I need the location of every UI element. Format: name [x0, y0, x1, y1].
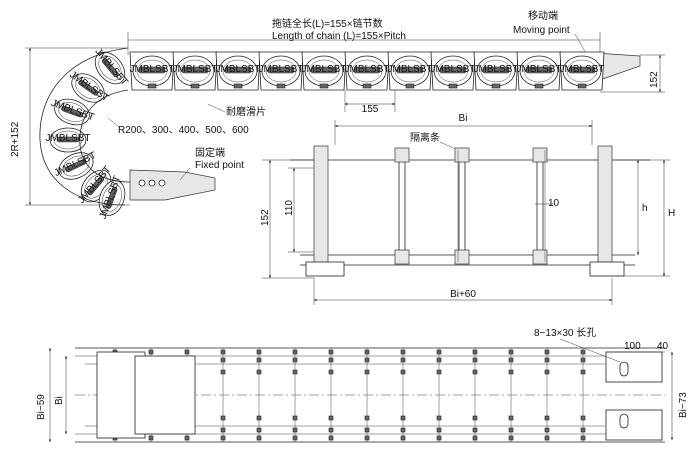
bottom-view: 8−13×30 长孔 100 40 Bi−59 Bi Bi−73	[36, 327, 689, 443]
chain-link: JMBLSBT	[172, 51, 218, 91]
svg-text:JMBLSBT: JMBLSBT	[215, 64, 260, 75]
bottom-cross-bar	[544, 348, 550, 442]
separator-bar	[532, 147, 548, 265]
fixed-point-label-en: Fixed point	[195, 160, 244, 171]
total-length-label-en: Length of chain (L)=155×Pitch	[272, 31, 406, 42]
height-right-label: 152	[649, 71, 660, 88]
bottom-cross-bar	[472, 348, 478, 442]
height-inner-label: 110	[284, 200, 295, 216]
moving-point-label-en: Moving point	[513, 25, 570, 36]
bottom-cross-bar	[256, 348, 262, 442]
chain-link: JMBLSBT	[301, 51, 347, 91]
chain-link: JMBLSBT	[473, 51, 519, 91]
fixed-point-label-cn: 固定端	[195, 146, 225, 159]
chain-link: JMBLSBT	[129, 51, 175, 91]
chain-link: JMBLSBT	[387, 51, 433, 91]
svg-text:JMBLSBT: JMBLSBT	[516, 64, 561, 75]
height-left-label: 2R+152	[10, 121, 21, 157]
svg-text:JMBLSBT: JMBLSBT	[430, 64, 475, 75]
inner-h-label: h	[642, 203, 648, 214]
height-total-label: 152	[260, 209, 271, 226]
separator-bar	[454, 147, 470, 265]
svg-text:JMBLSBT: JMBLSBT	[172, 64, 217, 75]
fixed-end-bracket	[129, 169, 216, 201]
slider-label: 耐磨滑片	[226, 105, 266, 118]
left-outer-label: Bi−59	[36, 394, 47, 420]
left-side-plate	[313, 145, 329, 275]
chain-link: JMBLSBT	[45, 127, 91, 153]
bottom-cross-bar	[328, 348, 334, 442]
svg-text:JMBLSBT: JMBLSBT	[559, 64, 604, 75]
left-inner-label: Bi	[54, 396, 65, 405]
pitch-label: 155	[362, 104, 379, 115]
bottom-cross-bar	[508, 348, 514, 442]
svg-text:JMBLSBT: JMBLSBT	[387, 64, 432, 75]
section-view: Bi 隔离条 10 152 110 h H	[260, 113, 675, 305]
bar-width-label: 10	[548, 198, 560, 209]
separator-label: 隔离条	[410, 131, 440, 144]
top-view: 拖链全长(L)=155×链节数 Length of chain (L)=155×…	[10, 9, 665, 221]
svg-text:JMBLSBT: JMBLSBT	[301, 64, 346, 75]
dim-100-label: 100	[624, 341, 641, 352]
slot-label: 8−13×30 长孔	[534, 327, 596, 339]
moving-point-label-cn: 移动端	[528, 9, 558, 22]
svg-text:JMBLSBT: JMBLSBT	[258, 64, 303, 75]
bottom-cross-bar	[580, 348, 586, 442]
separator-bars	[394, 147, 548, 265]
slot-hole-bottom	[619, 413, 629, 429]
bottom-cross-bar	[220, 348, 226, 442]
upper-chain-links: JMBLSBTJMBLSBTJMBLSBTJMBLSBTJMBLSBTJMBLS…	[129, 51, 605, 91]
chain-link: JMBLSBT	[430, 51, 476, 91]
svg-text:JMBLSBT: JMBLSBT	[45, 133, 90, 144]
bottom-cross-bar	[364, 348, 370, 442]
chain-link: JMBLSBT	[49, 98, 96, 126]
chain-link: JMBLSBT	[559, 51, 605, 91]
chain-link: JMBLSBT	[215, 51, 261, 91]
chain-link: JMBLSBT	[344, 51, 390, 91]
bottom-cross-bar	[400, 348, 406, 442]
bottom-cross-bar	[292, 348, 298, 442]
dim-40-label: 40	[657, 341, 669, 352]
outer-width-label: Bi+60	[450, 289, 476, 300]
separator-bar	[394, 147, 410, 265]
bottom-cross-bars	[112, 348, 586, 442]
slot-hole-top	[619, 361, 629, 377]
chain-link: JMBLSBT	[516, 51, 562, 91]
inner-width-label: Bi	[459, 113, 468, 124]
bottom-moving-bracket-bottom	[605, 409, 663, 441]
radius-options-label: R200、300、400、500、600	[118, 125, 249, 136]
svg-text:JMBLSBT: JMBLSBT	[344, 64, 389, 75]
chain-link: JMBLSBT	[258, 51, 304, 91]
right-side-plate	[597, 145, 613, 275]
outer-h-label: H	[668, 208, 675, 219]
right-dim-label: Bi−73	[678, 392, 689, 418]
bottom-cross-bar	[436, 348, 442, 442]
bottom-moving-bracket-top	[605, 351, 663, 383]
svg-text:JMBLSBT: JMBLSBT	[129, 64, 174, 75]
total-length-label-cn: 拖链全长(L)=155×链节数	[272, 17, 383, 30]
svg-text:JMBLSBT: JMBLSBT	[473, 64, 518, 75]
